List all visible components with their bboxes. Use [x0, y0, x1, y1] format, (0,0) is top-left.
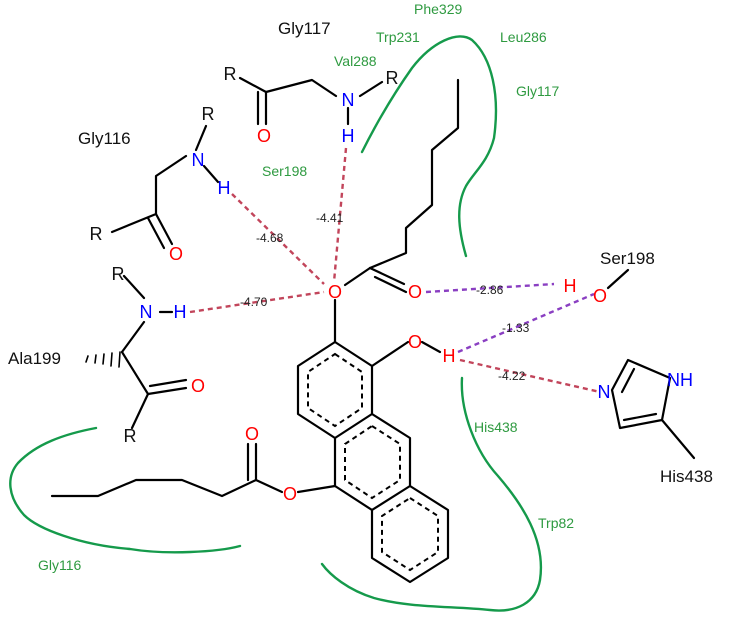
gly116-backbone: [110, 154, 188, 234]
atom-h-ser198: H: [564, 276, 577, 296]
pocket-arc-top: [360, 35, 498, 258]
residue-label-gly117: Gly117: [278, 19, 331, 38]
ala199-hashed-wedge: [85, 351, 121, 368]
atom-h-gly116: H: [218, 178, 231, 198]
contact-label-trp231: Trp231: [376, 29, 420, 45]
r-group-gly117-left: R: [224, 64, 237, 84]
residue-label-ser198: Ser198: [600, 249, 655, 268]
his438-ring-double2: [622, 412, 658, 422]
ala199-n-r: [122, 274, 146, 300]
contact-label-phe329: Phe329: [414, 1, 462, 17]
r-group-gly116-left: R: [90, 224, 103, 244]
distance-label-4: -2.86: [476, 283, 504, 297]
atom-o-gly116: O: [169, 244, 183, 264]
gly116-n-h: [202, 164, 220, 184]
hbond-h-ser198: [457, 292, 595, 354]
ring-b-aromatic: [344, 424, 401, 500]
atom-o-ester-top: O: [328, 282, 342, 302]
gly116-co: [154, 212, 174, 246]
atom-o-carbonyl-top: O: [408, 282, 422, 302]
ring-a-aromatic: [307, 352, 363, 428]
hbond-ala199-h: [189, 290, 325, 314]
r-group-ala199-top: R: [112, 264, 125, 284]
ring-c: [370, 484, 450, 584]
ester-carbonyl-top-double: [373, 275, 408, 294]
atom-o-hydroxyl: O: [408, 332, 422, 352]
atom-h-ala199: H: [174, 302, 187, 322]
hbond-h-his438: [459, 358, 601, 394]
distance-label-2: -4.41: [316, 211, 344, 225]
distance-label-1: -4.68: [256, 231, 284, 245]
atom-o-ala199: O: [191, 376, 205, 396]
pocket-arc-right: [320, 376, 543, 612]
atom-n-ala199: N: [140, 302, 153, 322]
atom-nh-his438: NH: [667, 370, 693, 390]
gly117-backbone: [238, 76, 338, 98]
contact-label-leu286: Leu286: [500, 29, 547, 45]
oh-h-bond: [420, 340, 442, 354]
hexanoyl-chain-bottom: [50, 478, 258, 498]
contact-label-his438: His438: [474, 419, 518, 435]
his438-ring-double1: [620, 367, 636, 394]
oh-bond: [370, 340, 410, 368]
atom-o-ser198: O: [593, 286, 607, 306]
residue-label-gly116: Gly116: [78, 129, 131, 148]
contact-label-ser198: Ser198: [262, 163, 307, 179]
r-group-gly116-top: R: [202, 104, 215, 124]
his438-to-label: [660, 418, 696, 460]
hbond-gly116-h: [231, 193, 325, 285]
atom-n-gly116: N: [192, 150, 205, 170]
ala199-co: [146, 386, 188, 396]
ring-a: [296, 340, 374, 440]
hbond-gly117-h: [332, 147, 348, 283]
ester-carbonyl-top: [368, 266, 406, 286]
gly116-co-double: [146, 216, 166, 250]
ala199-n-ca: [120, 320, 146, 354]
ester-o-bottom: [254, 478, 284, 494]
ser198-o-c: [606, 268, 630, 290]
residue-label-ala199: Ala199: [8, 349, 61, 368]
atom-o-ester-bottom: O: [283, 484, 297, 504]
ring-c-aromatic: [381, 496, 439, 572]
pocket-arc-left: [9, 426, 242, 554]
distance-label-6: -4.22: [498, 369, 526, 383]
gly116-n-r: [194, 124, 208, 152]
ring-to-o-bottom: [296, 484, 337, 494]
atom-n-gly117: N: [342, 90, 355, 110]
residue-label-his438: His438: [660, 467, 713, 486]
his438-ring: [610, 358, 672, 430]
hexanoyl-chain-top: [368, 78, 460, 270]
r-group-gly117-right: R: [386, 68, 399, 88]
ala199-co-double: [148, 378, 188, 388]
distance-label-5: -1.33: [502, 321, 530, 335]
contact-label-trp82: Trp82: [538, 515, 574, 531]
contact-label-gly116: Gly116: [38, 557, 82, 573]
atom-h-gly117: H: [342, 126, 355, 146]
atom-h-hydroxyl: H: [443, 346, 456, 366]
atom-o-gly117: O: [257, 126, 271, 146]
distance-label-3: -4.70: [240, 295, 268, 309]
atom-o-carbonyl-bottom: O: [245, 424, 259, 444]
hbond-o-ser198: [425, 282, 555, 294]
gly117-n-r: [358, 80, 384, 98]
atom-n-his438: N: [598, 382, 611, 402]
ring-b: [333, 412, 412, 512]
ester-o-link-top: [343, 266, 372, 287]
contact-label-gly117: Gly117: [516, 83, 560, 99]
contact-label-val288: Val288: [334, 53, 377, 69]
ala199-ca-c: [120, 350, 150, 430]
r-group-ala199-bottom: R: [124, 426, 137, 446]
